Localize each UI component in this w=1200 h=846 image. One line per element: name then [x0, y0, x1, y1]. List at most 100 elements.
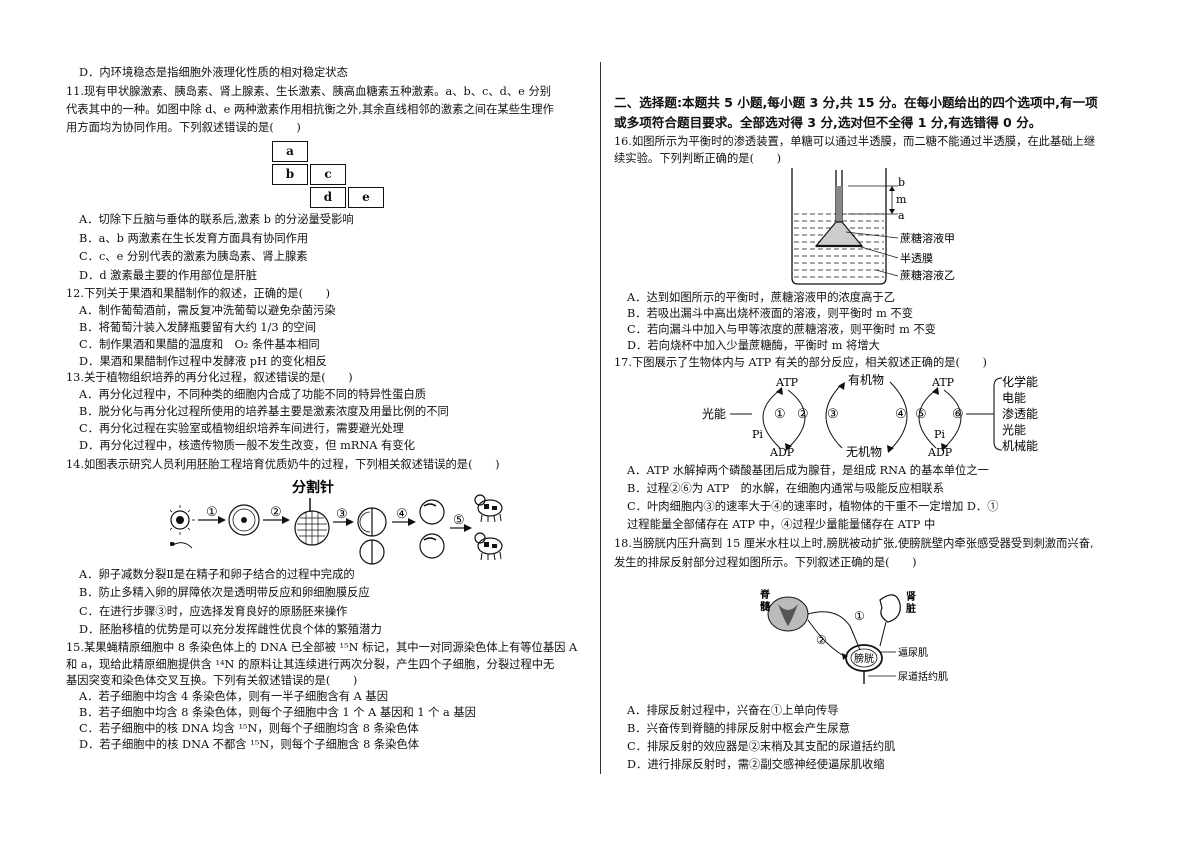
- egg-cell-icon: [170, 510, 190, 530]
- q17-option-b: B．过程②⑥为 ATP 的水解，在细胞内通常与吸能反应相联系: [627, 482, 944, 495]
- funnel-icon: [814, 221, 864, 247]
- mechanical-energy-label: 机械能: [1002, 438, 1038, 453]
- q18-option-b: B．兴奋传到脊髓的排尿反射中枢会产生尿意: [627, 722, 850, 735]
- light-energy-output-label: 光能: [1002, 423, 1026, 437]
- bladder-label: 膀胱: [854, 652, 874, 665]
- q13-stem: 13.关于植物组织培养的再分化过程，叙述错误的是( ): [66, 371, 353, 384]
- step-1-label: ①: [206, 505, 218, 520]
- q18-option-a: A．排尿反射过程中，兴奋在①上单向传导: [627, 704, 839, 717]
- reaction-1-label: ①: [774, 407, 786, 422]
- embryo-bottom-icon: [419, 533, 445, 559]
- sucrose-solution-a-label: 蔗糖溶液甲: [900, 231, 955, 245]
- q15-stem-1: 15.某果蝇精原细胞中 8 条染色体上的 DNA 已全部被 ¹⁵N 标记，其中一…: [66, 641, 578, 654]
- q15-option-b: B．若子细胞中均含 8 条染色体，则每个子细胞中含 1 个 A 基因和 1 个 …: [79, 706, 476, 719]
- q15-option-a: A．若子细胞中均含 4 条染色体，则有一半子细胞含有 A 基因: [79, 690, 388, 703]
- q13-option-c: C．再分化过程在实验室或植物组织培养车间进行，需要避光处理: [79, 422, 404, 435]
- q12-option-a: A．制作葡萄酒前，需反复冲洗葡萄以避免杂菌污染: [79, 304, 336, 317]
- q16-option-d: D．若向烧杯中加入少量蔗糖酶，平衡时 m 将增大: [627, 339, 880, 352]
- kidney-label-2: 脏: [906, 602, 916, 615]
- reaction-4-label: ④: [895, 407, 907, 422]
- q11-stem-1: 11.现有甲状腺激素、胰岛素、肾上腺素、生长激素、胰高血糖素五种激素。a、b、c…: [66, 85, 552, 98]
- electric-energy-label: 电能: [1002, 391, 1026, 405]
- q16-option-a: A．达到如图所示的平衡时，蔗糖溶液甲的浓度高于乙: [627, 291, 895, 304]
- reaction-6-label: ⑥: [952, 407, 964, 422]
- calf-bottom-icon: [474, 532, 503, 561]
- q13-option-d: D．再分化过程中，核遗传物质一般不发生改变，但 mRNA 有变化: [79, 439, 415, 452]
- light-energy-label: 光能: [702, 407, 726, 421]
- q14-option-d: D．胚胎移植的优势是可以充分发挥雌性优良个体的繁殖潜力: [79, 623, 382, 636]
- q11-option-d: D．d 激素最主要的作用部位是肝脏: [79, 269, 258, 282]
- kidney-label-1: 肾: [906, 590, 916, 603]
- q11-option-a: A．切除下丘脑与垂体的联系后,激素 b 的分泌量受影响: [79, 213, 354, 226]
- q12-option-d: D．果酒和果醋制作过程中发酵液 pH 的变化相反: [79, 355, 327, 368]
- semipermeable-membrane-label: 半透膜: [900, 251, 933, 265]
- spinal-cord-label-1: 脊: [759, 588, 771, 601]
- half-embryo-bottom-icon: [359, 539, 373, 565]
- q14-option-c: C．在进行步骤③时，应选择发育良好的原肠胚来操作: [79, 605, 348, 618]
- q17-stem: 17.下图展示了生物体内与 ATP 有关的部分反应，相关叙述正确的是( ): [614, 356, 987, 369]
- embryo-top-icon: [419, 499, 445, 525]
- nerve-1-label: ①: [854, 609, 865, 623]
- q14-option-b: B．防止多精入卵的屏障依次是透明带反应和卵细胞膜反应: [79, 586, 370, 599]
- q15-stem-2: 和 a，现给此精原细胞提供含 ¹⁴N 的原料让其连续进行两次分裂，产生四个子细胞…: [66, 658, 555, 671]
- grid-cell-e: e: [348, 187, 384, 208]
- grid-cell-a: a: [272, 141, 308, 162]
- organic-matter-label: 有机物: [848, 373, 884, 387]
- q11-stem-3: 用方面均为协同作用。下列叙述错误的是( ): [66, 121, 301, 134]
- q11-stem-2: 代表其中的一种。如图中除 d、e 两种激素作用相抗衡之外,其余直线相邻的激素之间…: [66, 103, 554, 116]
- q16-stem-1: 16.如图所示为平衡时的渗透装置，单糖可以通过半透膜，而二糖不能通过半透膜，在此…: [614, 135, 1096, 148]
- sperm-icon: [170, 542, 175, 546]
- beaker-icon: [791, 168, 887, 285]
- sucrose-solution-b-label: 蔗糖溶液乙: [900, 268, 955, 282]
- q18-stem-1: 18.当膀胱内压升高到 15 厘米水柱以上时,膀胱被动扩张,使膀胱壁内牵张感受器…: [614, 537, 1094, 550]
- reaction-2-label: ②: [797, 407, 809, 422]
- q11-option-b: B．a、b 两激素在生长发育方面具有协同作用: [79, 232, 309, 245]
- adp-label-right: ADP: [927, 446, 953, 459]
- q12-option-c: C．制作果酒和果醋的温度和 O₂ 条件基本相同: [79, 338, 320, 351]
- q16-option-c: C．若向漏斗中加入与甲等浓度的蔗糖溶液，则平衡时 m 不变: [627, 323, 936, 336]
- q12-option-b: B．将葡萄汁装入发酵瓶要留有大约 1/3 的空间: [79, 321, 317, 334]
- q18-option-c: C．排尿反射的效应器是②末梢及其支配的尿道括约肌: [627, 740, 896, 753]
- atp-label-right: ATP: [931, 376, 955, 389]
- q17-option-c: C．叶肉细胞内③的速率大于④的速率时，植物体的干重不一定增加 D．①: [627, 500, 999, 513]
- reaction-5-label: ⑤: [915, 407, 927, 422]
- grid-cell-b: b: [272, 164, 308, 185]
- q14-stem: 14.如图表示研究人员利用胚胎工程培育优质奶牛的过程，下列相关叙述错误的是( ): [66, 458, 500, 471]
- urethral-sphincter-label: 尿道括约肌: [898, 670, 948, 683]
- half-embryo-top-icon: [357, 507, 373, 537]
- q10-option-d: D．内环境稳态是指细胞外液理化性质的相对稳定状态: [79, 66, 348, 79]
- marker-m: m: [896, 193, 907, 206]
- atp-label-left: ATP: [775, 376, 799, 389]
- q18-stem-2: 发生的排尿反射部分过程如图所示。下列叙述正确的是( ): [614, 556, 917, 569]
- marker-b: b: [898, 176, 905, 189]
- pi-label-left: Pi: [752, 428, 763, 441]
- q17-option-d-cont: 过程能量全部储存在 ATP 中，④过程少量能量储存在 ATP 中: [627, 518, 936, 531]
- atp-reactions-figure: 光能 ATP ADP Pi ① ② 有机物 无机物 ③ ④ ATP ADP Pi…: [702, 373, 1038, 459]
- calf-top-icon: [474, 494, 503, 523]
- q18-option-d: D．进行排尿反射时，需②副交感神经使逼尿肌收缩: [627, 758, 885, 771]
- nerve-2-label: ②: [816, 633, 827, 647]
- grid-cell-c: c: [310, 164, 346, 185]
- pi-label-right: Pi: [934, 428, 945, 441]
- q15-stem-3: 基因突变和染色体交叉互换。下列有关叙述错误的是( ): [66, 674, 358, 687]
- q12-stem: 12.下列关于果酒和果醋制作的叙述，正确的是( ): [66, 287, 331, 300]
- marker-a: a: [898, 209, 905, 222]
- reaction-3-label: ③: [827, 407, 839, 422]
- step-4-label: ④: [396, 507, 408, 522]
- q17-option-a: A．ATP 水解掉两个磷酸基团后成为腺苷，是组成 RNA 的基本单位之一: [627, 464, 989, 477]
- chemical-energy-label: 化学能: [1002, 374, 1038, 389]
- q14-option-a: A．卵子减数分裂Ⅱ是在精子和卵子结合的过程中完成的: [79, 568, 355, 581]
- grid-cell-d: d: [310, 187, 346, 208]
- q11-option-c: C．c、e 分别代表的激素为胰岛素、肾上腺素: [79, 250, 308, 263]
- column-divider: [600, 62, 601, 774]
- embryo-engineering-figure: ① ② 分割针 ③ ④: [170, 479, 503, 565]
- section-2-heading-1: 二、选择题:本题共 5 小题,每小题 3 分,共 15 分。在每小题给出的四个选…: [614, 95, 1098, 110]
- micturition-reflex-figure: 脊 髓 肾 脏 ① ② 膀胱 逼尿肌 尿道括约肌: [759, 588, 948, 684]
- q13-option-b: B．脱分化与再分化过程所使用的培养基主要是激素浓度及用量比例的不同: [79, 405, 449, 418]
- osmotic-energy-label: 渗透能: [1002, 406, 1038, 421]
- q13-option-a: A．再分化过程中，不同种类的细胞内合成了功能不同的特异性蛋白质: [79, 388, 427, 401]
- osmosis-apparatus-figure: b m a 蔗糖溶液甲 半透膜 蔗糖溶液乙: [791, 168, 955, 285]
- adp-label-left: ADP: [769, 446, 795, 459]
- spinal-cord-label-2: 髓: [760, 600, 771, 613]
- splitting-needle-label: 分割针: [292, 479, 334, 496]
